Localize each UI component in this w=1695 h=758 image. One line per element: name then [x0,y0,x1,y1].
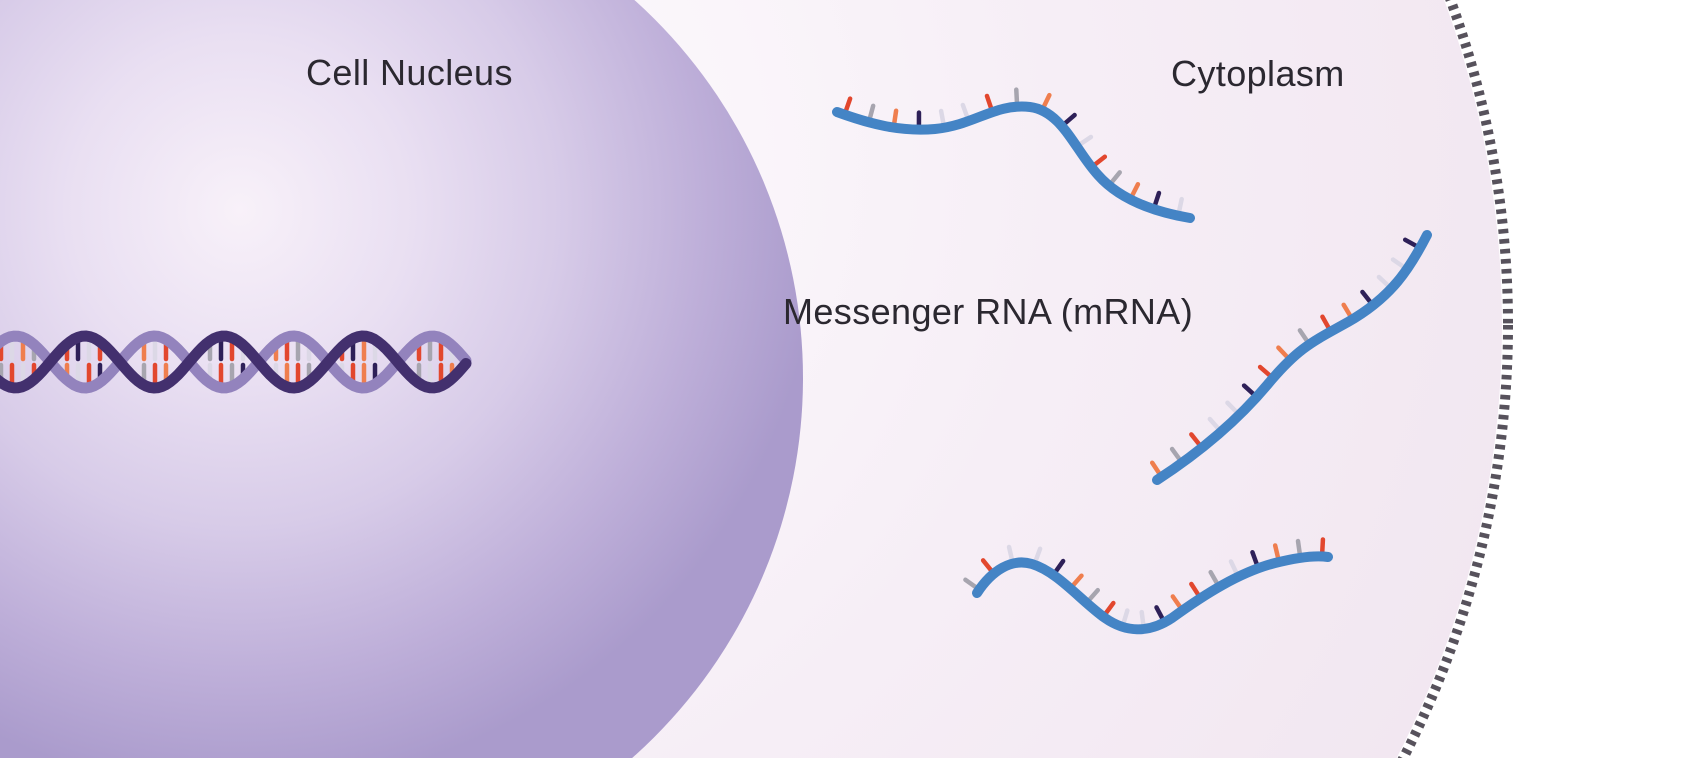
mrna-base-tick [960,102,970,120]
mrna-base-tick [1129,182,1141,199]
mrna-base-tick [1041,92,1052,110]
mrna-base-tick [963,577,979,590]
cell-nucleus-label: Cell Nucleus [306,52,513,93]
mrna-base-tick [1103,600,1116,616]
mrna-base-tick [1319,537,1326,555]
mrna-strand-curve [972,551,1333,635]
mrna-base-tick [1390,257,1406,270]
mrna-base-tick [1225,400,1239,415]
mrna-base-tick [1295,538,1303,557]
mrna-base-tick [1360,289,1373,305]
mrna-base-tick [1297,328,1310,344]
mrna-base-tick [1208,569,1220,586]
mrna-base-tick [1121,608,1130,626]
mrna-base-tick [1014,87,1020,105]
mrna-base-tick [1086,587,1101,603]
mrna-strands [832,87,1432,635]
mrna-base-tick [1341,302,1353,319]
mrna-base-tick [1139,609,1146,628]
mrna-strand-3 [963,537,1333,635]
mrna-base-tick [1207,416,1221,432]
mrna-base-tick [1402,237,1419,249]
mrna-base-tick [1228,559,1239,576]
mrna-base-tick [1062,112,1077,126]
mrna-base-tick [1006,544,1015,562]
mrna-strand-curve [1152,230,1432,485]
mrna-base-tick [1033,546,1043,564]
mrna-base-tick [1169,446,1182,462]
mrna-base-tick [1257,364,1273,378]
mrna-base-tick [1376,274,1391,289]
mrna-base-tick [980,558,994,573]
cell-membrane-dashed-border [1397,0,1513,758]
mrna-base-tick [1092,154,1108,168]
mrna-base-tick [938,108,946,127]
cytoplasm-label: Cytoplasm [1171,53,1345,94]
mrna-base-tick [1070,573,1084,588]
mrna-base-tick [1077,134,1094,147]
mrna-base-tick [1170,594,1183,610]
dna-double-helix [0,330,472,394]
mrna-base-tick [867,103,876,121]
dna-strand-light [0,330,472,394]
mrna-base-tick [1176,196,1184,215]
mrna-strand-2 [1149,230,1432,485]
mrna-base-tick [1109,170,1122,185]
mrna-label: Messenger RNA (mRNA) [783,291,1194,332]
mrna-base-tick [1189,432,1202,447]
mrna-base-tick [891,108,899,126]
mrna-base-tick [1154,605,1165,622]
mrna-base-tick [1272,543,1281,561]
mrna-base-tick [984,93,994,111]
mrna-base-tick [1189,581,1201,598]
mrna-base-tick [1241,383,1256,397]
mrna-strand-curve [832,101,1195,223]
mrna-base-tick [843,96,853,114]
mrna-base-tick [1320,314,1332,331]
mrna-base-tick [1276,345,1290,360]
mrna-strand-1 [832,87,1195,223]
mrna-base-tick [1053,558,1066,574]
mrna-base-tick [1149,460,1162,476]
mrna-base-tick [1250,550,1260,567]
dna-strand-dark [0,330,472,394]
mrna-base-tick [1152,190,1162,208]
cell-nucleus-region [0,0,803,758]
